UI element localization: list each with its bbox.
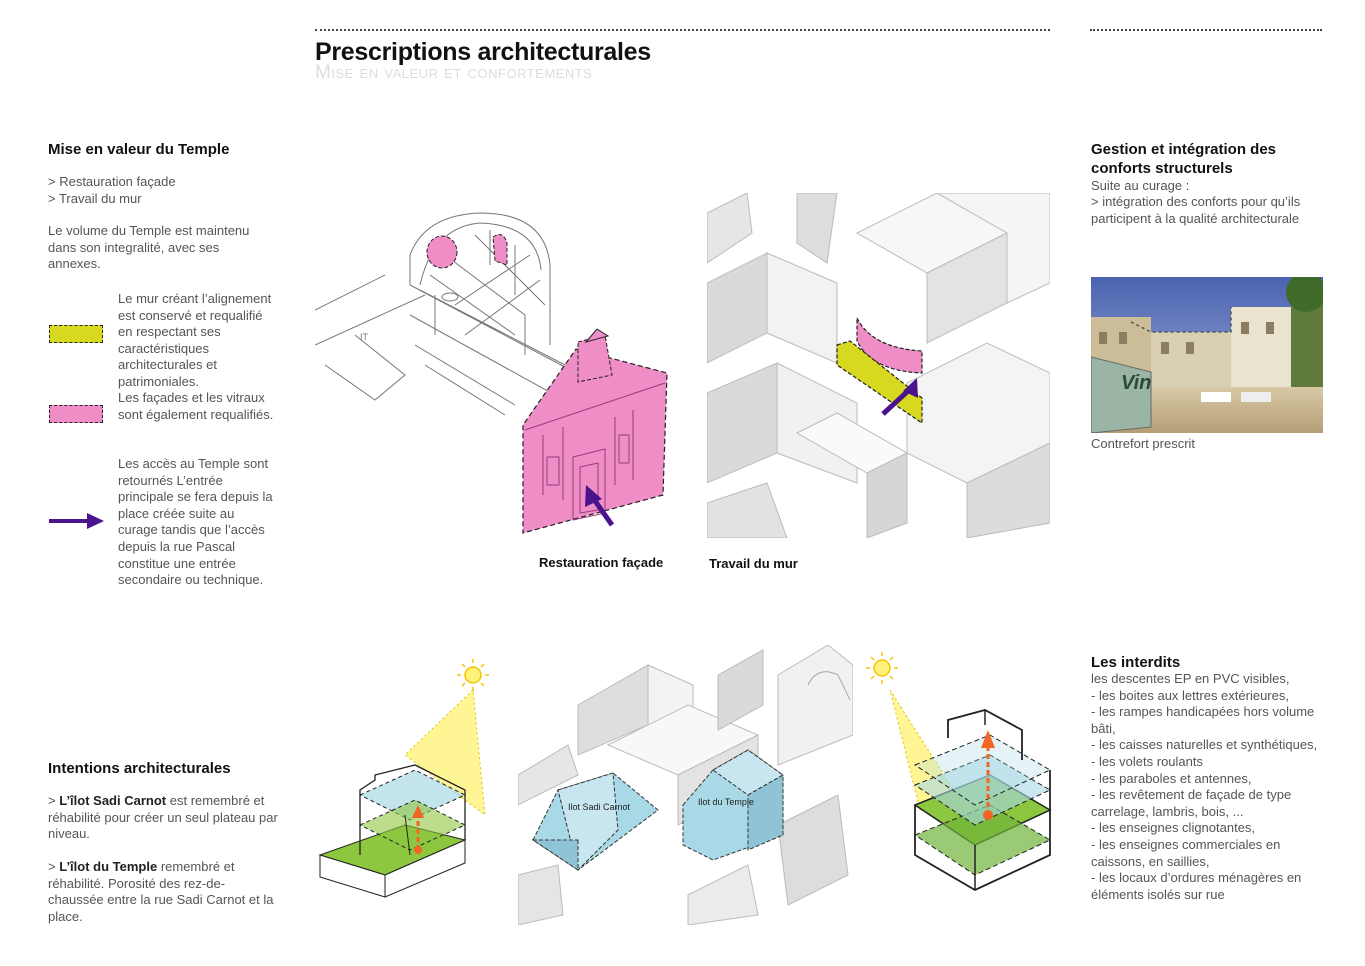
interdit-item: - les enseignes commerciales en caissons… — [1091, 836, 1281, 869]
wall-access-arrow — [881, 378, 918, 416]
section-title-intentions: Intentions architecturales — [48, 760, 231, 777]
vertical-circulation-arrow — [412, 805, 424, 854]
interdit-item: - les revêtement de façade de type carre… — [1091, 787, 1292, 819]
intro-text: Le volume du Temple est maintenu dans so… — [48, 223, 250, 272]
interdits-list: les descentes EP en PVC visibles, - les … — [1091, 671, 1323, 903]
interdit-item: - les boites aux lettres extérieures, — [1091, 687, 1289, 703]
contrefort-photo: Vin — [1091, 277, 1323, 433]
facade-access-arrow — [585, 485, 615, 527]
sun-light-cone — [404, 688, 486, 817]
ilot-temple-bold: L’îlot du Temple — [59, 859, 158, 874]
intentions-paragraph-2: > L’îlot du Temple remembré et réhabilit… — [48, 859, 274, 924]
bullet-item: > Restauration façade — [48, 174, 176, 189]
interdit-item: - les enseignes clignotantes, — [1091, 820, 1256, 836]
photo-caption: Contrefort prescrit — [1091, 436, 1196, 451]
ilot-sadi-bold: L’îlot Sadi Carnot — [59, 793, 167, 808]
legend-arrow-icon — [49, 513, 104, 529]
legend-text-facade: Les façades et les vitraux sont égalemen… — [118, 390, 274, 422]
caption-mur: Travail du mur — [709, 556, 798, 571]
interdit-item: - les paraboles et antennes, — [1091, 770, 1252, 786]
bullet-list: > Restauration façade > Travail du mur — [48, 174, 288, 207]
interdit-item: - les caisses naturelles et synthétiques… — [1091, 737, 1318, 753]
intentions-2-text: remembré et réhabilité. Porosité des rez… — [48, 859, 274, 924]
bullet-item: > Travail du mur — [48, 190, 142, 206]
page-subtitle: Mise en valeur et confortements — [315, 62, 593, 83]
ilot-sadi-carnot-volume — [531, 772, 659, 871]
wall-axonometric-figure — [707, 193, 1050, 538]
sun-volume-figure-2 — [866, 652, 1052, 892]
plan-mark: IT — [360, 332, 369, 342]
legend-swatch-wall — [49, 325, 103, 343]
interdit-item: - les rampes handicapées hors volume bât… — [1091, 704, 1315, 736]
facade-pink — [522, 328, 668, 534]
wall-yellow — [836, 340, 923, 425]
section-title-temple: Mise en valeur du Temple — [48, 141, 230, 158]
vertical-circulation-arrow — [981, 730, 995, 820]
intentions-paragraph-1: > L’îlot Sadi Carnot est remembré et réh… — [48, 793, 278, 842]
page-title: Prescriptions architecturales — [315, 38, 651, 66]
header-rule-left — [315, 29, 1050, 31]
gestion-text-2: > intégration des conforts pour qu’ils p… — [1091, 194, 1301, 226]
sun-icon — [457, 659, 489, 691]
header-rule-right — [1090, 29, 1322, 31]
interdit-item: - les volets roulants — [1091, 753, 1203, 769]
gestion-text-1: Suite au curage : — [1091, 178, 1190, 193]
interdit-item: les descentes EP en PVC visibles, — [1091, 671, 1290, 686]
legend-text-access: Les accès au Temple sont retournés L’ent… — [118, 456, 273, 588]
intentions-1-text: est remembré et réhabilité pour créer un… — [48, 793, 278, 842]
temple-axonometric-figure: IT — [315, 212, 668, 534]
photo-sign-text: Vin — [1121, 372, 1151, 394]
vitrail-right — [492, 234, 508, 266]
legend-text-wall: Le mur créant l’alignement est conservé … — [118, 291, 272, 389]
legend-swatch-facade — [49, 405, 103, 423]
caption-facade: Restauration façade — [539, 555, 664, 570]
label-ilot-temple: Ilot du Temple — [698, 797, 754, 807]
section-title-interdits: Les interdits — [1091, 654, 1181, 671]
ilots-figure: Ilot Sadi Carnot Ilot du Temple — [518, 645, 853, 925]
ilot-temple-volume — [682, 749, 784, 861]
vitrail-left — [426, 235, 458, 269]
label-ilot-sadi: Ilot Sadi Carnot — [568, 802, 631, 812]
interdit-item: - les locaux d’ordures ménagères en élém… — [1091, 870, 1302, 902]
sun-icon — [866, 652, 898, 684]
section-title-gestion: Gestion et intégration des conforts stru… — [1091, 141, 1277, 177]
sun-volume-figure-1 — [318, 659, 489, 898]
